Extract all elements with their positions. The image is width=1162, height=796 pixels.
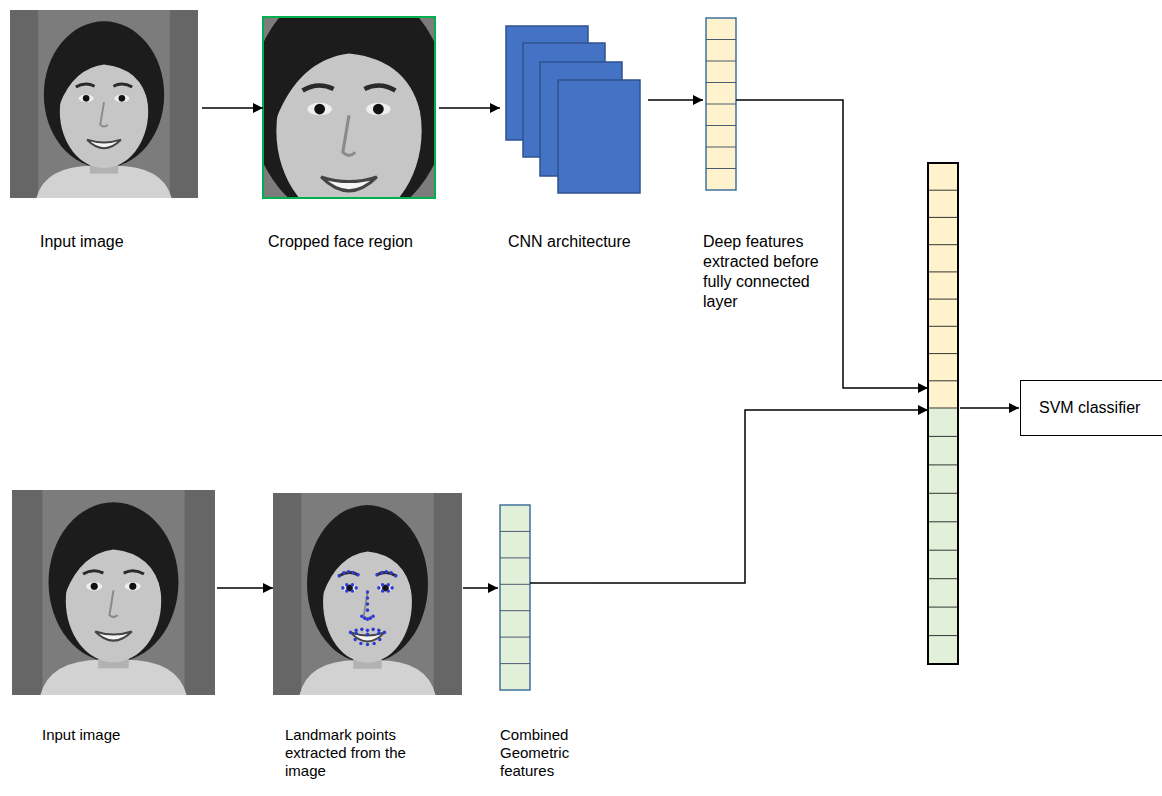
crop-frame — [263, 17, 435, 198]
geometric-feature-vector: Combined Geometric features — [498, 490, 590, 780]
classifier-label: SVM classifier — [1020, 380, 1162, 436]
deep-feature-vector — [706, 18, 736, 190]
image-caption: Input image — [40, 232, 200, 252]
input-image: Input image — [12, 490, 217, 744]
flow-arrow — [648, 99, 703, 101]
face-photo — [12, 490, 215, 695]
cropped-face-photo — [194, 0, 503, 273]
landmark-points — [337, 570, 397, 646]
cnn-architecture: CNN architecture — [500, 10, 648, 252]
image-caption: CNN architecture — [508, 232, 648, 252]
concatenated-feature-vector — [928, 163, 958, 664]
svm-classifier: SVM classifier — [928, 163, 1162, 665]
feature-lead — [530, 582, 590, 584]
geometric-feature-vector — [500, 505, 530, 690]
image-caption: Combined Geometric features — [500, 726, 588, 780]
image-caption: Input image — [42, 726, 212, 744]
cnn-stack — [506, 26, 640, 193]
face-photo — [10, 10, 198, 198]
image-caption: Landmark points extracted from the image — [285, 726, 435, 780]
landmark-image: Landmark points extracted from the image — [273, 490, 463, 780]
flow-arrow — [217, 587, 273, 589]
flow-arrow — [439, 107, 500, 109]
flow-arrow — [590, 410, 928, 583]
flow-arrow — [835, 100, 928, 388]
classifier-arrow — [960, 407, 1019, 409]
feature-lead — [736, 99, 835, 101]
image-caption: Cropped face region — [268, 232, 438, 252]
image-caption: Deep features extracted before fully con… — [703, 232, 835, 312]
flow-arrow — [202, 107, 263, 109]
input-image: Input image — [10, 10, 202, 252]
landmark-photo — [273, 493, 462, 695]
deep-feature-vector: Deep features extracted before fully con… — [703, 10, 835, 312]
cropped-face: Cropped face region — [263, 10, 439, 252]
flow-arrow — [463, 587, 498, 589]
